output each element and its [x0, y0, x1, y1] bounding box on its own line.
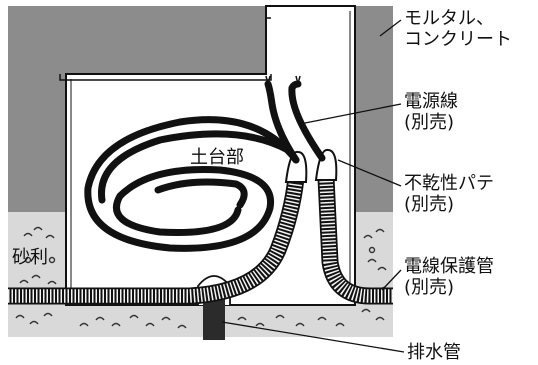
conduit-label-line2: (別売)	[404, 277, 455, 298]
leader-drain-pipe	[221, 321, 405, 353]
mortar-concrete-label: モルタル、 コンクリート	[404, 8, 512, 50]
gravel-right	[355, 212, 393, 337]
gravel-left	[8, 212, 66, 337]
leader-mortar	[379, 19, 402, 37]
leader-putty	[337, 159, 402, 187]
gravel-pebbles	[15, 226, 388, 329]
mortar-label-line1: モルタル、	[404, 8, 494, 29]
mortar-left-side	[8, 74, 66, 212]
putty-cap-left	[284, 150, 308, 183]
mortar-left-block	[8, 6, 266, 74]
electrical-conduits	[8, 177, 393, 305]
cable-ends	[265, 75, 301, 85]
putty-label-line2: (別売)	[404, 194, 455, 215]
power-cable-coil	[84, 80, 326, 252]
putty-label-line1: 不乾性パテ	[404, 173, 494, 194]
conduit-label: 電線保護管 (別売)	[404, 256, 494, 298]
conduit-label-line1: 電線保護管	[404, 256, 494, 277]
leader-power-cable	[299, 103, 402, 125]
base-box-inner-wall	[70, 11, 351, 300]
leader-lines	[221, 19, 405, 353]
mortar-label-line2: コンクリート	[404, 29, 512, 50]
putty-label: 不乾性パテ (別売)	[404, 173, 494, 215]
drain-pipe-body	[203, 298, 225, 340]
drain-pipe-label: 排水管	[407, 342, 461, 363]
base-box-top-lip	[59, 17, 272, 81]
leader-conduit	[381, 269, 402, 291]
power-cable-label-line1: 電源線	[404, 91, 458, 112]
gravel-label: 砂利	[12, 247, 48, 268]
power-cable-label: 電源線 (別売)	[404, 91, 458, 133]
power-cable-label-line2: (別売)	[404, 112, 455, 133]
base-label: 土台部	[190, 147, 244, 168]
